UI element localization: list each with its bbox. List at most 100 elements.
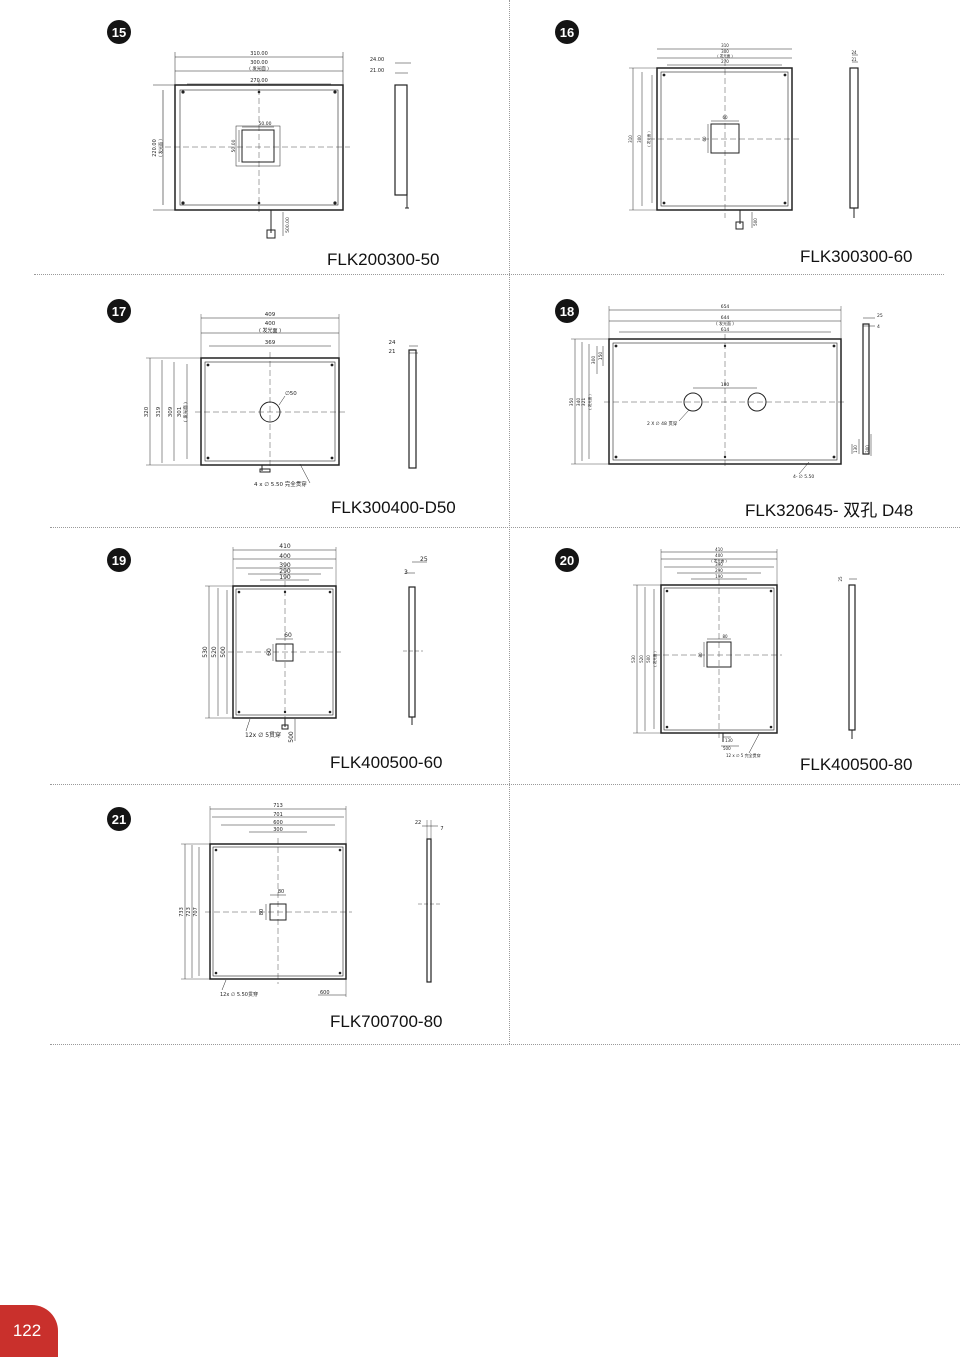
dim-hole-height: 60 (266, 648, 273, 656)
dim-width-1: 713 (273, 803, 283, 809)
dim-height-2: 520 (639, 655, 644, 663)
dim-side-2: 21.00 (370, 68, 384, 74)
dim-height-3: 500 (220, 646, 227, 658)
dim-hole-height: 80 (259, 909, 265, 915)
product-model: FLK700700-80 (330, 1012, 443, 1031)
dim-cable: 500.00 (285, 217, 291, 233)
mount-holes-note: 4 x ∅ 5.50 完全贯穿 (254, 480, 307, 488)
technical-drawing: 654 644 ( 发光面 ) 614 25 4 180 2 X ∅ 48 贯穿… (569, 304, 883, 480)
product-number-badge: 20 (555, 548, 579, 572)
dim-height-3: 309 (168, 406, 174, 417)
dim-side-2: 4 (877, 324, 880, 330)
dim-width-4: 300 (273, 827, 283, 833)
dim-width-1: 410 (279, 543, 291, 550)
dim-width-emit-note: ( 发光面 ) (717, 53, 733, 58)
dim-height: 220.00 (152, 139, 158, 157)
dim-cable-1: 130 (725, 738, 733, 743)
column-divider (509, 0, 510, 1044)
dim-width-mount: 369 (265, 340, 276, 346)
product-number-badge: 19 (107, 548, 131, 572)
dim-width-3: 600 (273, 820, 283, 826)
dim-hole-diameter: ∅50 (285, 391, 297, 397)
dim-width-2: 400 (715, 553, 723, 558)
dim-height-note: ( 发光面 ) (157, 139, 163, 157)
dim-width-emit-note: ( 发光面 ) (716, 320, 734, 326)
dim-height-outer: 310 (628, 135, 633, 143)
holes-note: 2 X ∅ 48 贯穿 (647, 420, 678, 427)
dim-height-3: 707 (193, 907, 199, 917)
dim-cable: 600 (320, 990, 330, 996)
dim-width-emit: 300.00 (250, 60, 268, 66)
product-number-badge: 16 (555, 20, 579, 44)
dim-height-2: 319 (156, 406, 162, 417)
dim-width-mount: 614 (721, 327, 730, 333)
dim-hole-height: 50.00 (231, 139, 237, 152)
dim-hole-height: 80 (698, 652, 703, 658)
dim-width-2-note: ( 发光面 ) (711, 558, 727, 563)
dim-side-1: 25 (420, 556, 428, 563)
dim-width-emit-note: ( 发光面 ) (249, 65, 269, 72)
dim-cable: 500 (288, 731, 295, 743)
dim-width-emit-note: ( 发光面 ) (259, 327, 281, 334)
dim-height-3-note: ( 发光面 ) (587, 394, 592, 410)
dim-width-3: 390 (715, 562, 723, 567)
dim-height-3: 500 (646, 655, 651, 663)
dim-height-2: 723 (186, 907, 192, 917)
mount-holes-note: 12 x ∅ 5 完全贯穿 (726, 752, 761, 758)
dim-cable-1: 130 (853, 445, 858, 453)
dim-width-emit: 400 (265, 321, 276, 327)
dim-side-2: 3 (404, 569, 408, 576)
product-cell-21: 21 (0, 784, 509, 1044)
dim-side-1: 24.00 (370, 57, 384, 63)
row-divider-3 (50, 784, 960, 785)
product-model: FLK400500-80 (800, 755, 913, 774)
dim-width-emit: 300 (721, 49, 729, 54)
row-divider-1 (34, 274, 944, 275)
technical-drawing: 410 400 390 290 190 25 3 60 60 530 520 5… (202, 543, 428, 743)
dim-cable-2: 300 (865, 445, 870, 453)
dim-height-2: 520 (211, 646, 218, 658)
dim-height-1: 350 (569, 398, 575, 407)
row-divider-4 (50, 1044, 960, 1045)
dim-width-4: 290 (715, 568, 723, 573)
technical-drawing: 409 400 ( 发光面 ) 369 24 21 ∅50 320 319 30… (144, 312, 418, 488)
dim-height-emit: 300 (637, 135, 642, 143)
dim-width-outer: 310 (721, 43, 729, 48)
dim-hole-width: 80 (722, 634, 728, 639)
product-cell-15: 15 (0, 0, 509, 274)
dim-height-1: 733 (179, 907, 185, 917)
dim-height-2: 340 (576, 398, 582, 407)
dim-side-2: 21 (389, 349, 396, 355)
page-number-tab: 122 (0, 1305, 58, 1357)
product-cell-19: 19 (0, 527, 509, 784)
dim-width-3: 390 (279, 562, 291, 569)
product-model: FLK300300-60 (800, 247, 913, 266)
dim-side-2: 21 (851, 57, 857, 62)
dim-width-1: 410 (715, 547, 723, 552)
product-cell-18: 18 (509, 274, 966, 527)
dim-side-1: 24 (851, 50, 857, 55)
dim-width-5: 190 (279, 574, 291, 581)
dim-height-4-note: ( 发光面 ) (182, 402, 189, 422)
dim-width-emit: 644 (721, 315, 730, 321)
dim-hole-spacing: 180 (721, 382, 730, 388)
dim-width-outer: 310.00 (250, 51, 268, 57)
product-cell-20: 20 (509, 527, 966, 784)
dim-width-outer: 654 (721, 304, 730, 310)
technical-drawing: 713 701 600 300 22 7 80 80 733 723 707 1… (179, 803, 444, 998)
dim-width-5: 190 (715, 574, 723, 579)
technical-drawing: 410 400 ( 发光面 ) 390 290 190 25 80 80 530… (631, 547, 857, 758)
dim-width-2: 400 (279, 553, 291, 560)
dim-cable: 500 (753, 218, 758, 226)
dim-height-4: 301 (177, 407, 183, 418)
product-number-badge: 21 (107, 807, 131, 831)
dim-height-3-note: ( 发光面 ) (652, 651, 657, 667)
product-model: FLK300400-D50 (331, 498, 456, 517)
dim-width-4: 290 (279, 568, 291, 575)
dim-side-1: 25 (877, 313, 883, 319)
dim-side-1: 22 (415, 820, 421, 826)
dim-height-4: 300 (591, 356, 597, 365)
dim-hole-width: 60 (284, 632, 292, 639)
dim-hole-width: 60 (722, 115, 728, 120)
dim-height-3: 321 (581, 398, 587, 407)
